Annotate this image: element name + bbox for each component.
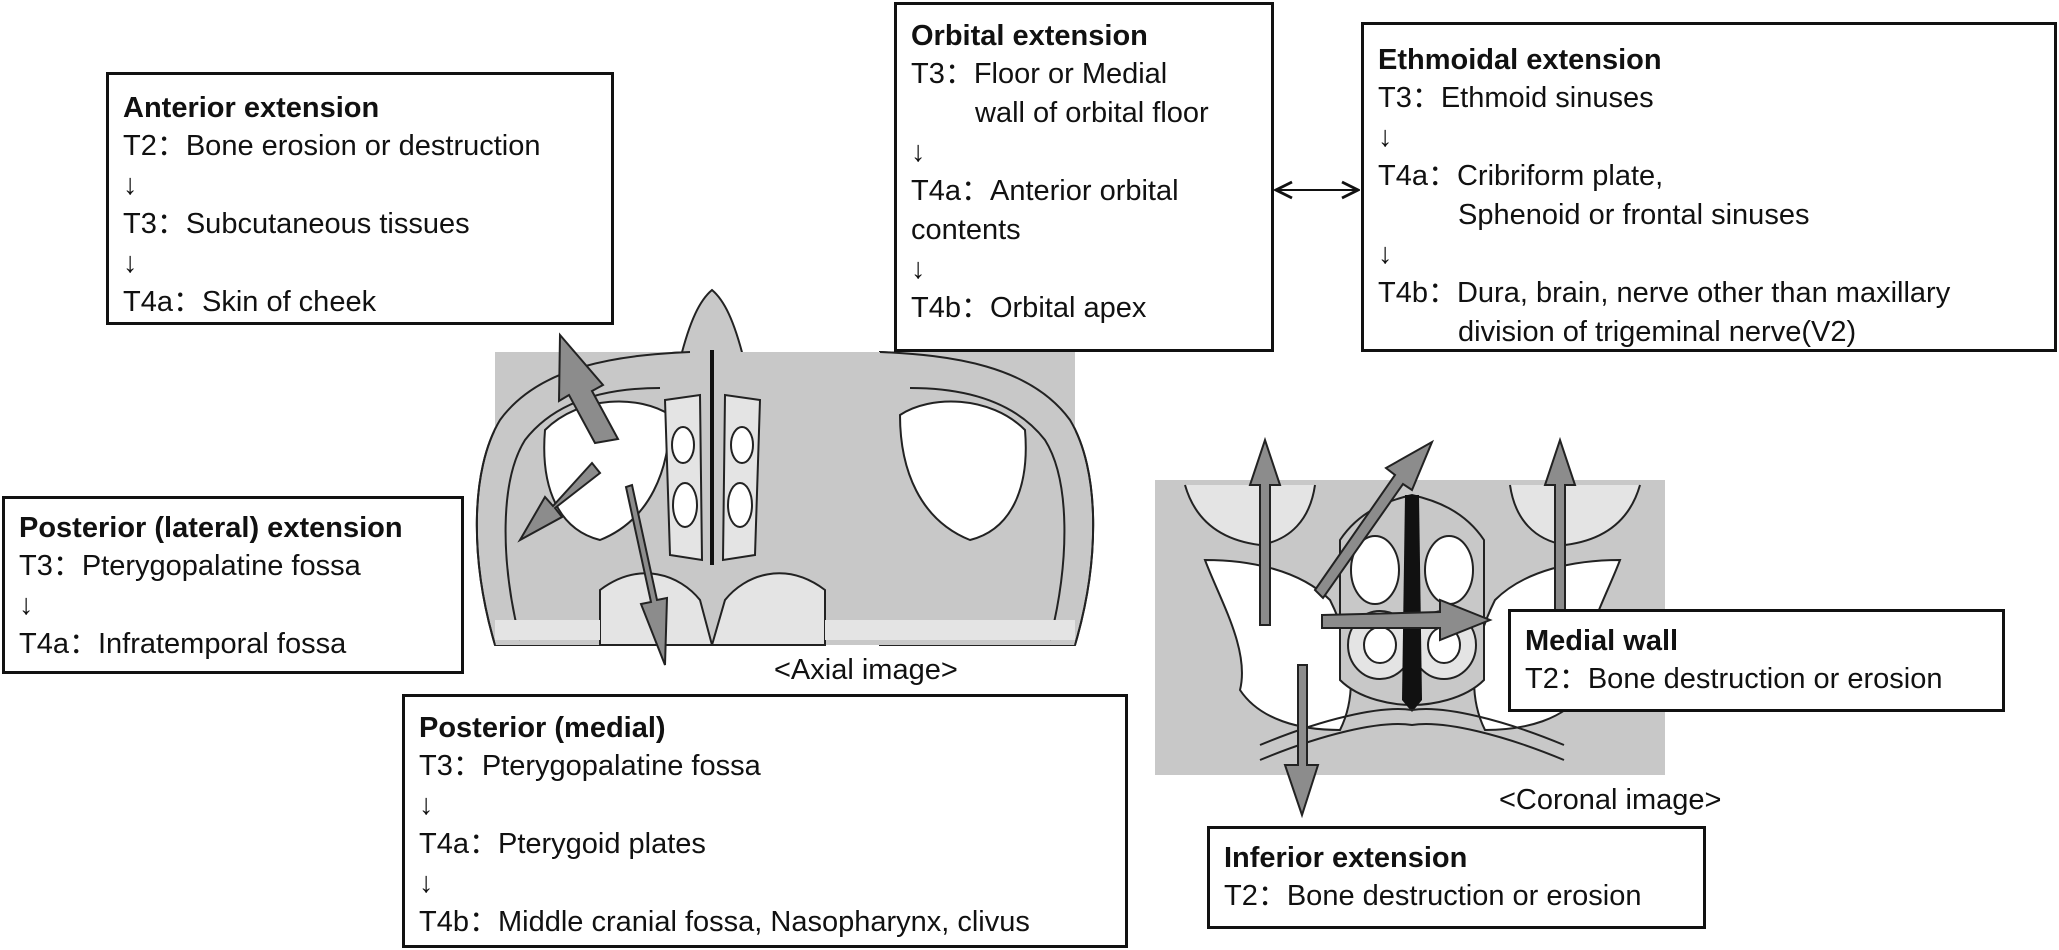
anterior-extension-box: Anterior extension T2：Bone erosion or de…: [106, 72, 614, 325]
box-title: Medial wall: [1525, 625, 1679, 657]
box-line: T3：Pterygopalatine fossa: [19, 550, 361, 582]
box-line: Sphenoid or frontal sinuses: [1458, 199, 1810, 231]
box-line: T2：Bone destruction or erosion: [1224, 880, 1642, 912]
box-line: contents: [911, 214, 1021, 246]
box-line: T4b：Middle cranial fossa, Nasopharynx, c…: [419, 906, 1030, 938]
box-arrow: ↓: [911, 136, 926, 168]
box-line: T4a：Cribriform plate,: [1378, 160, 1664, 192]
box-line: T4a：Anterior orbital: [911, 175, 1179, 207]
ethmoidal-extension-box: Ethmoidal extension T3：Ethmoid sinuses ↓…: [1361, 22, 2057, 352]
medial-wall-box: Medial wall T2：Bone destruction or erosi…: [1508, 609, 2005, 712]
box-title: Orbital extension: [911, 20, 1148, 52]
box-arrow: ↓: [123, 169, 138, 201]
box-arrow: ↓: [419, 867, 434, 899]
box-line: T4b：Dura, brain, nerve other than maxill…: [1378, 277, 1951, 309]
box-arrow: ↓: [123, 247, 138, 279]
box-line: T3：Ethmoid sinuses: [1378, 82, 1654, 114]
box-arrow: ↓: [19, 589, 34, 621]
coronal-image-caption: <Coronal image>: [1499, 784, 1722, 816]
box-line: wall of orbital floor: [975, 97, 1209, 129]
box-title: Anterior extension: [123, 92, 380, 124]
box-title: Posterior (lateral) extension: [19, 512, 403, 544]
posterior-lateral-extension-box: Posterior (lateral) extension T3：Pterygo…: [2, 496, 464, 674]
box-arrow: ↓: [419, 789, 434, 821]
box-arrow: ↓: [911, 253, 926, 285]
box-line: T3：Pterygopalatine fossa: [419, 750, 761, 782]
box-line: T3：Subcutaneous tissues: [123, 208, 470, 240]
box-title: Posterior (medial): [419, 712, 666, 744]
box-line: T3：Floor or Medial: [911, 58, 1168, 90]
box-arrow: ↓: [1378, 121, 1393, 153]
box-title: Ethmoidal extension: [1378, 44, 1662, 76]
box-arrow: ↓: [1378, 238, 1393, 270]
box-line: T4a：Infratemporal fossa: [19, 628, 347, 660]
posterior-medial-box: Posterior (medial) T3：Pterygopalatine fo…: [402, 694, 1128, 948]
axial-image: [475, 288, 1095, 666]
box-line: T4a：Pterygoid plates: [419, 828, 706, 860]
box-line: T4a：Skin of cheek: [123, 286, 377, 318]
box-line: T2：Bone erosion or destruction: [123, 130, 541, 162]
axial-image-caption: <Axial image>: [774, 654, 958, 686]
box-title: Inferior extension: [1224, 842, 1468, 874]
box-line: division of trigeminal nerve(V2): [1458, 316, 1857, 348]
inferior-extension-box: Inferior extension T2：Bone destruction o…: [1207, 826, 1706, 929]
box-line: T2：Bone destruction or erosion: [1525, 663, 1943, 695]
box-line: T4b：Orbital apex: [911, 292, 1147, 324]
orbital-extension-box: Orbital extension T3：Floor or Medial wal…: [894, 2, 1274, 352]
